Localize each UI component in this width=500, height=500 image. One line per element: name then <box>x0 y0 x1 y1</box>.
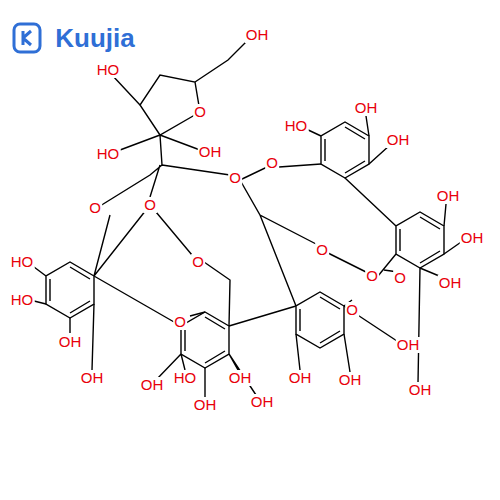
bond <box>30 116 464 397</box>
atom-label: O <box>191 254 205 270</box>
atom-label: OH <box>140 377 165 393</box>
atom-label: OH <box>80 370 105 386</box>
logo-icon <box>23 31 31 45</box>
atom-label: OH <box>396 337 421 353</box>
atom-label: OH <box>228 370 253 386</box>
atom-label: O <box>143 197 157 213</box>
logo-icon <box>14 24 40 52</box>
bond <box>112 40 248 165</box>
atom-label: OH <box>460 230 485 246</box>
atom-label: HO <box>96 146 121 162</box>
atom-label: OH <box>198 144 223 160</box>
bond <box>50 267 90 313</box>
atom-label: OH <box>338 372 363 388</box>
bond <box>325 127 365 173</box>
atom-label: OH <box>386 132 411 148</box>
atom-label: OH <box>408 382 433 398</box>
atom-label: HO <box>173 370 198 386</box>
benzene-ring <box>296 292 344 348</box>
bond <box>185 317 225 363</box>
atom-label: OH <box>193 397 218 413</box>
atom-label: OH <box>58 334 83 350</box>
atom-label: HO <box>10 292 35 308</box>
benzene-ring <box>396 212 444 268</box>
benzene-ring <box>321 122 369 178</box>
atom-label: O <box>265 155 279 171</box>
atom-label: O <box>88 200 102 216</box>
atom-label: O <box>315 242 329 258</box>
atom-label: OH <box>436 188 461 204</box>
atom-label: OH <box>245 27 270 43</box>
atom-label: O <box>173 314 187 330</box>
benzene-ring <box>181 312 229 368</box>
atom-label: OH <box>438 275 463 291</box>
bond <box>400 217 440 263</box>
atom-label: O <box>365 268 379 284</box>
atom-label: OH <box>288 370 313 386</box>
atom-label: HO <box>96 62 121 78</box>
atom-label: OH <box>354 100 379 116</box>
atom-label: OH <box>250 394 275 410</box>
bond <box>94 164 398 326</box>
sugar-ring <box>140 75 200 135</box>
atom-label: O <box>345 302 359 318</box>
benzene-ring <box>46 262 94 318</box>
atom-label: O <box>393 270 407 286</box>
atom-label: O <box>228 170 242 186</box>
bond <box>300 297 340 343</box>
watermark-logo: Kuujia <box>54 24 135 52</box>
atom-label: HO <box>10 254 35 270</box>
atom-label: O <box>193 104 207 120</box>
atom-label: HO <box>284 118 309 134</box>
